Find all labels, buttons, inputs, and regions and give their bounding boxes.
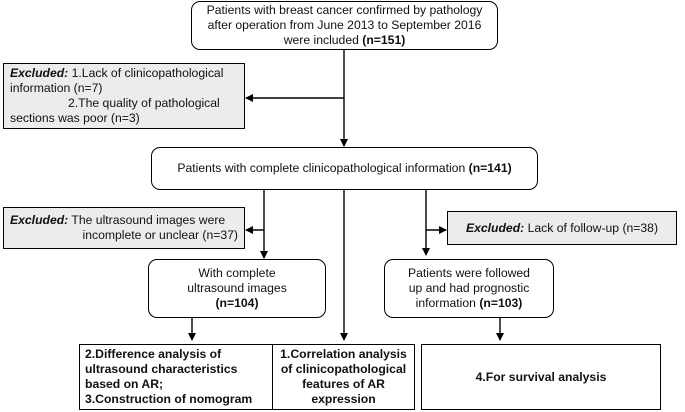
exclusion2-line1: Excluded: The ultrasound images were xyxy=(10,213,238,228)
start-line3: were included (n=151) xyxy=(284,33,406,48)
followed-line3: information (n=103) xyxy=(416,296,523,311)
exclusion3-text: Lack of follow-up (n=38) xyxy=(524,220,659,235)
exclusion1-reason1-line2: information (n=7) xyxy=(10,81,103,95)
start-line2: after operation from June 2013 to Septem… xyxy=(207,18,482,32)
exclusion3-line: Excluded: Lack of follow-up (n=38) xyxy=(466,221,658,236)
outcome1-line4: 3.Construction of nomogram xyxy=(85,392,253,406)
outcome2-line2: of clinicopathological xyxy=(280,362,407,376)
ultrasound-count: (n=104) xyxy=(215,296,259,310)
start-line1: Patients with breast cancer confirmed by… xyxy=(206,3,483,17)
outcome2-line4: expression xyxy=(311,392,376,406)
followed-line1: Patients were followed xyxy=(408,266,530,280)
outcome1-line3: based on AR; xyxy=(85,377,164,391)
start-count: (n=151) xyxy=(362,33,406,47)
ultrasound-line2: ultrasound images xyxy=(187,281,287,295)
complete-info-line: Patients with complete clinicopathologic… xyxy=(177,161,511,176)
exclusion2-text1: The ultrasound images were xyxy=(68,213,226,227)
followed-line3-text: information xyxy=(415,296,480,310)
exclusion-box-3: Excluded: Lack of follow-up (n=38) xyxy=(447,211,677,245)
outcome-box-1: 2.Difference analysis of ultrasound char… xyxy=(79,344,273,410)
exclusion2-tag: Excluded: xyxy=(10,213,69,227)
complete-info-text: Patients with complete clinicopathologic… xyxy=(177,161,469,175)
outcome-box-3: 4.For survival analysis xyxy=(421,344,661,410)
complete-info-box: Patients with complete clinicopathologic… xyxy=(151,147,538,190)
ultrasound-line1: With complete xyxy=(198,266,276,280)
followed-box: Patients were followed up and had progno… xyxy=(384,259,554,318)
outcome-box-2: 1.Correlation analysis of clinicopatholo… xyxy=(272,344,415,410)
followed-count: (n=103) xyxy=(479,296,523,310)
outcome1-line1: 2.Difference analysis of xyxy=(85,347,222,361)
exclusion3-tag: Excluded: xyxy=(465,220,525,235)
exclusion1-reason1-line1: 1.Lack of clinicopathological xyxy=(68,66,224,80)
exclusion1-line1: Excluded: 1.Lack of clinicopathological xyxy=(10,66,244,81)
outcome3-line1: 4.For survival analysis xyxy=(475,369,607,384)
start-line3-text: were included xyxy=(283,33,363,47)
followed-line2: up and had prognostic xyxy=(408,281,530,295)
ultrasound-box: With complete ultrasound images (n=104) xyxy=(148,259,326,318)
start-box: Patients with breast cancer confirmed by… xyxy=(191,1,498,50)
exclusion2-line2: incomplete or unclear (n=37) xyxy=(82,228,238,242)
complete-info-count: (n=141) xyxy=(468,161,512,175)
outcome2-line3: features of AR xyxy=(302,377,385,391)
exclusion1-reason2-line1: 2.The quality of pathological xyxy=(68,96,220,110)
outcome2-line1: 1.Correlation analysis xyxy=(280,347,407,361)
outcome1-line2: ultrasound characteristics xyxy=(85,362,238,376)
exclusion-box-1: Excluded: 1.Lack of clinicopathological … xyxy=(3,63,245,129)
exclusion-box-2: Excluded: The ultrasound images were inc… xyxy=(3,207,245,249)
exclusion1-reason2-line2: sections was poor (n=3) xyxy=(10,111,140,125)
exclusion1-tag: Excluded: xyxy=(10,66,69,80)
